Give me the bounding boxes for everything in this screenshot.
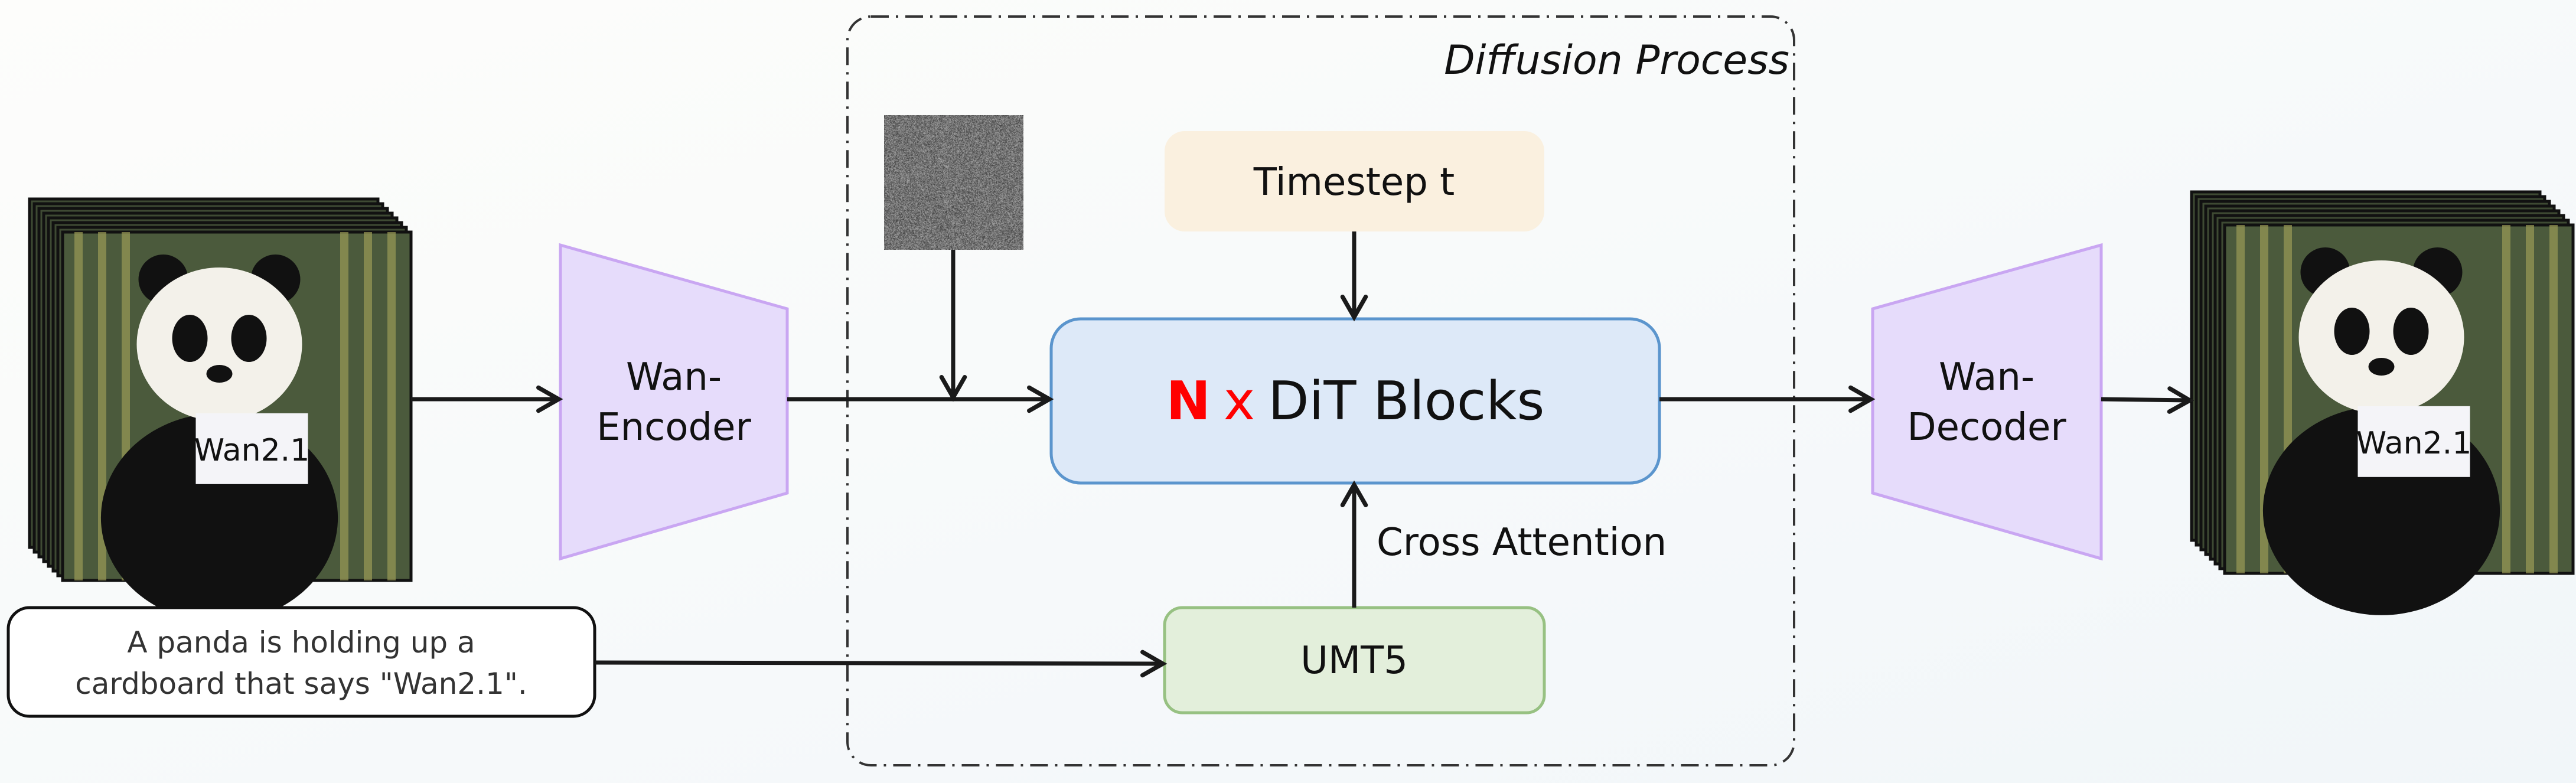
diffusion-process-label: Diffusion Process [1444, 37, 1789, 84]
panda-sign-text: Wan2.1 [2356, 426, 2472, 461]
text-prompt-box: A panda is holding up a cardboard that s… [8, 608, 595, 716]
dit-times: x [1224, 370, 1255, 432]
panda-image: Wan2.1 [2225, 225, 2573, 615]
decoder-label-1: Wan- [1939, 355, 2034, 399]
input-video-frames: Wan2.1 [30, 199, 411, 622]
panda-sign-text: Wan2.1 [194, 433, 310, 468]
prompt-line-1: A panda is holding up a [127, 625, 475, 660]
cross-attention-label: Cross Attention [1377, 521, 1667, 565]
umt5-label: UMT5 [1300, 639, 1408, 683]
decoder-label-2: Decoder [1907, 406, 2066, 449]
arrow-decoder-to-output [2101, 399, 2190, 400]
encoder-label-2: Encoder [596, 406, 751, 449]
panda-image: Wan2.1 [63, 232, 411, 622]
output-video-frames: Wan2.1 [2192, 192, 2573, 615]
encoder-label-1: Wan- [626, 355, 722, 399]
timestep-label: Timestep t [1253, 161, 1455, 204]
dit-name: DiT Blocks [1268, 370, 1544, 432]
dit-count: N [1166, 370, 1211, 432]
umt5-box: UMT5 [1165, 608, 1544, 713]
noise-latent-image [884, 115, 1023, 250]
dit-blocks-box: NxDiT Blocks [1051, 319, 1659, 483]
timestep-box: Timestep t [1165, 131, 1544, 231]
prompt-line-2: cardboard that says "Wan2.1". [75, 667, 527, 701]
arrow-prompt-to-umt5 [595, 663, 1163, 664]
